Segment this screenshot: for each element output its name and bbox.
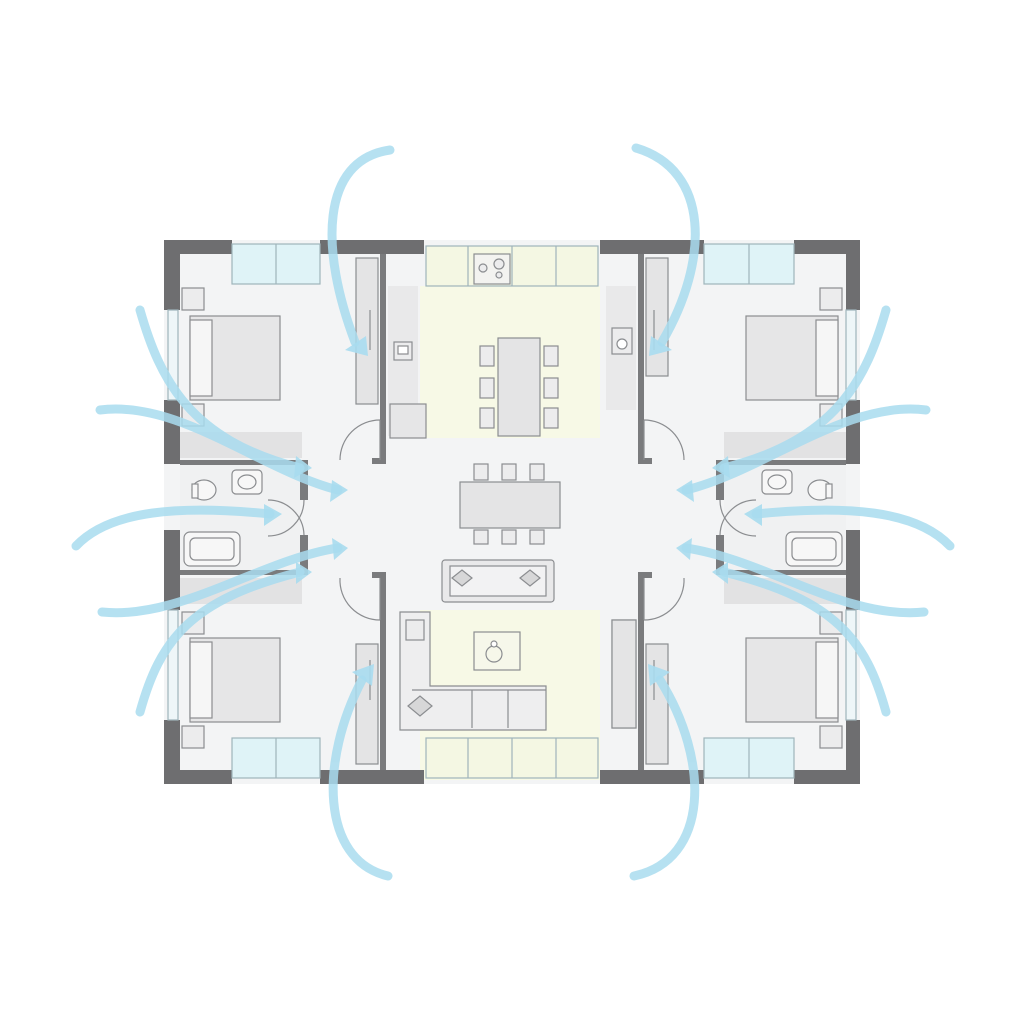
- doors: [267, 419, 757, 621]
- sectional-sofa: [399, 611, 547, 731]
- coffee-table: [473, 631, 521, 671]
- bedroom-top-left: [180, 257, 379, 458]
- airflow-arrow: [751, 505, 955, 551]
- kitchen: [388, 253, 636, 439]
- airflow-arrowheads: [264, 336, 762, 686]
- central-dining: [441, 463, 561, 603]
- living-room: [399, 611, 637, 731]
- bathroom-left: [180, 465, 300, 570]
- airflow-arrow: [95, 404, 343, 495]
- dining-table: [497, 337, 541, 437]
- closet: [355, 257, 379, 405]
- closet: [645, 257, 669, 377]
- closet: [645, 643, 669, 765]
- airflow-arrows: [71, 143, 955, 881]
- airflow-arrow: [328, 675, 393, 881]
- airflow-arrow: [681, 543, 929, 618]
- tv-unit: [611, 619, 637, 729]
- airflow-arrow: [631, 143, 700, 347]
- airflow-arrow: [719, 567, 891, 717]
- airflow-arrow: [681, 404, 931, 495]
- bathroom-right: [724, 465, 846, 570]
- airflow-arrow: [71, 505, 275, 551]
- closet: [355, 643, 379, 765]
- airflow-arrow: [97, 543, 343, 618]
- airflow-arrow: [629, 675, 700, 881]
- central-table: [459, 481, 561, 529]
- airflow-arrow: [327, 145, 395, 347]
- windows: [167, 243, 857, 779]
- airflow-arrow: [135, 567, 305, 717]
